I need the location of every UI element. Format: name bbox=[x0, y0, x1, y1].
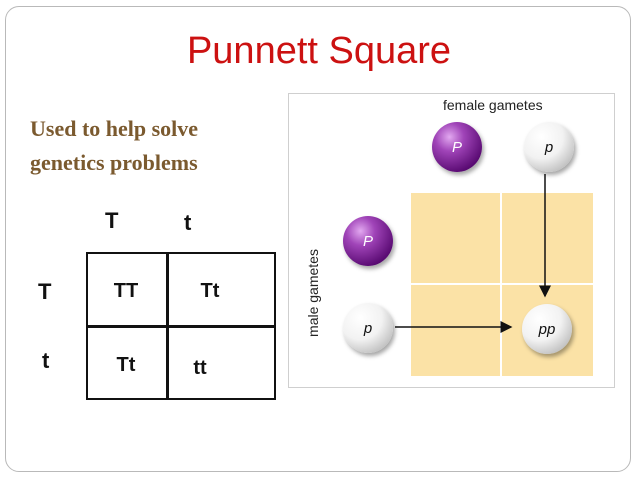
female-gametes-label: female gametes bbox=[443, 97, 543, 113]
cell-1-2: Tt bbox=[200, 280, 220, 302]
subtitle-line-2: genetics problems bbox=[30, 150, 198, 175]
col-header-1: T bbox=[105, 208, 119, 233]
female-gamete-dominant: P bbox=[432, 122, 482, 172]
simple-punnett-grid bbox=[86, 252, 276, 400]
slide-title: Punnett Square bbox=[186, 30, 452, 72]
offspring-genotype: pp bbox=[522, 304, 572, 354]
male-gamete-recessive: p bbox=[343, 303, 393, 353]
simple-punnett-panel bbox=[20, 195, 282, 412]
row-header-1: T bbox=[38, 279, 52, 304]
female-gamete-recessive: p bbox=[524, 122, 574, 172]
cell-1-1: TT bbox=[113, 280, 139, 302]
row-header-2: t bbox=[42, 348, 50, 373]
cell-2-2: tt bbox=[193, 357, 207, 379]
male-gamete-dominant: P bbox=[343, 216, 393, 266]
subtitle-line-1: Used to help solve bbox=[30, 116, 199, 141]
cell-2-1: Tt bbox=[116, 354, 136, 376]
col-header-2: t bbox=[184, 210, 192, 235]
subtitle: Used to help solve genetics problems bbox=[30, 112, 290, 180]
